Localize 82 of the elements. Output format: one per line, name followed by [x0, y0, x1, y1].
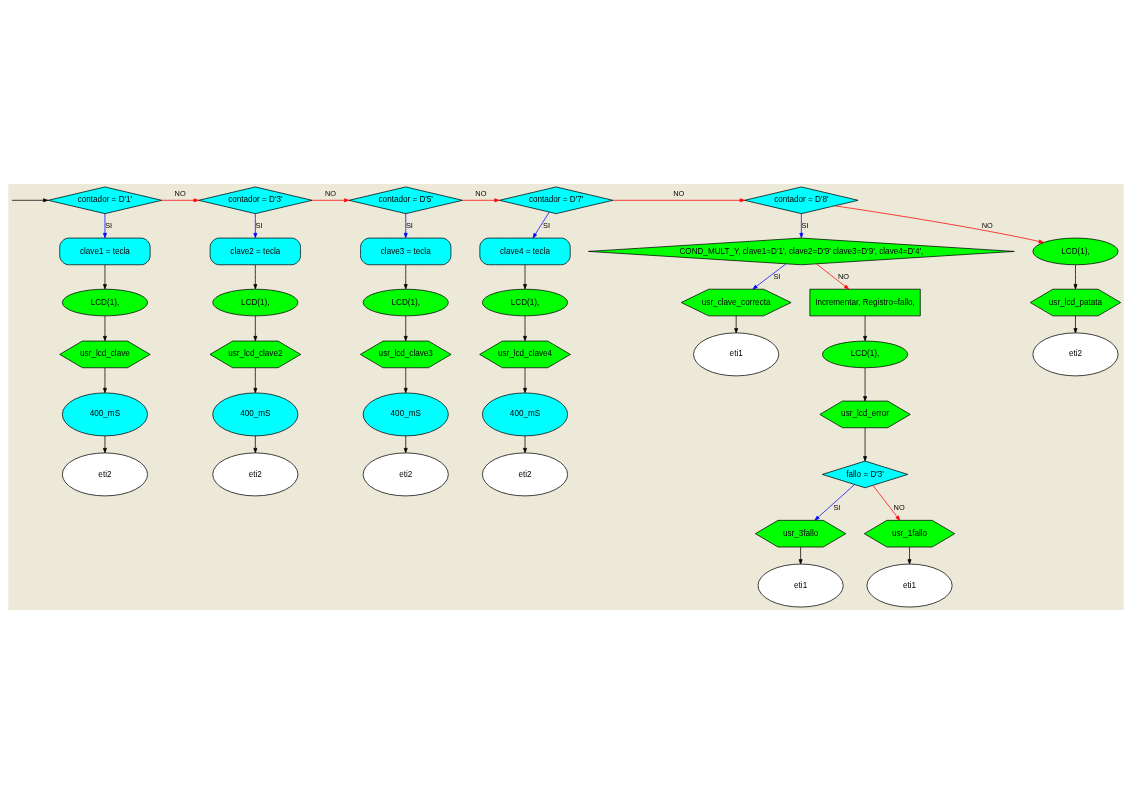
edge-label: SI [255, 220, 263, 230]
arrow [161, 198, 199, 203]
arrow [1073, 264, 1078, 290]
node-ellipse: 400_mS [362, 392, 449, 437]
arrow [403, 367, 408, 394]
edge-label: NO [324, 188, 337, 198]
node-ellipse: eti2 [482, 452, 568, 497]
arrow [734, 315, 739, 334]
arrow [799, 213, 804, 239]
arrow [462, 198, 500, 203]
node-diamond: contador = D'7' [499, 186, 614, 214]
node-ellipse: eti2 [362, 452, 449, 497]
arrow [403, 213, 408, 239]
arrow [816, 263, 850, 290]
arrow [403, 435, 408, 454]
edge-label: NO [893, 502, 905, 512]
arrow [103, 315, 107, 342]
arrow [253, 435, 258, 454]
arrow [103, 264, 107, 290]
edge-label: NO [838, 271, 850, 281]
node-box: clave1 = tecla [59, 237, 151, 266]
node-ellipse: eti2 [1032, 332, 1119, 377]
node-ellipse: LCD(1), [362, 288, 449, 317]
arrow [523, 367, 527, 394]
arrow [523, 315, 527, 342]
arrow [612, 198, 745, 203]
node-diamond: COND_MULT_Y, clave1=D'1', clave2=D'9' clave3=D'9', clave4=D'4', [588, 237, 1015, 266]
node-diamond: contador = D'3' [198, 186, 313, 214]
node-box: clave3 = tecla [360, 237, 452, 266]
arrow [103, 213, 107, 239]
node-diamond: contador = D'1' [47, 186, 163, 214]
node-box: Incrementar, Registro=fallo, [809, 288, 921, 317]
node-ellipse: eti2 [61, 452, 148, 497]
node-box: clave4 = tecla [479, 237, 571, 266]
arrow [253, 315, 258, 342]
arrow [872, 485, 901, 521]
node-diamond: contador = D'5' [348, 186, 463, 214]
node-ellipse: LCD(1), [822, 340, 909, 369]
node-ellipse: eti2 [212, 452, 299, 497]
edge-label: SI [833, 502, 841, 512]
arrow [798, 546, 803, 565]
node-ellipse: 400_mS [482, 392, 568, 437]
node-ellipse: 400_mS [212, 392, 299, 437]
arrow [863, 315, 867, 342]
edge-label: NO [981, 220, 993, 230]
arrow [814, 484, 855, 521]
edge-label: NO [673, 188, 685, 198]
arrow [253, 213, 258, 239]
node-ellipse: LCD(1), [212, 288, 299, 317]
arrow [752, 263, 787, 290]
arrow [253, 367, 258, 394]
edge-label: SI [405, 220, 413, 230]
arrow [311, 198, 350, 203]
node-ellipse: LCD(1), [61, 288, 148, 317]
node-ellipse: eti1 [866, 563, 953, 608]
node-diamond: fallo = D'3' [822, 460, 909, 489]
edge-label: SI [543, 220, 550, 230]
arrow [103, 435, 107, 454]
node-ellipse: eti1 [693, 332, 780, 377]
arrow [834, 205, 1044, 244]
edge-label: SI [773, 271, 781, 281]
edge-label: NO [174, 188, 186, 198]
edge-label: SI [105, 220, 113, 230]
arrow [253, 264, 258, 290]
node-ellipse: LCD(1), [482, 288, 568, 317]
arrow [532, 211, 550, 239]
arrow [523, 264, 527, 290]
edge-label: SI [801, 220, 809, 230]
arrow [403, 315, 408, 342]
arrow [907, 546, 912, 565]
arrow [103, 367, 107, 394]
edge-label: NO [475, 188, 487, 198]
node-ellipse: 400_mS [61, 392, 148, 437]
arrow [863, 367, 867, 402]
arrow [11, 198, 49, 203]
arrow [403, 264, 408, 290]
node-diamond: contador = D'8' [744, 186, 859, 214]
arrow [863, 427, 867, 462]
node-box: clave2 = tecla [209, 237, 301, 266]
node-ellipse: eti1 [757, 563, 844, 608]
arrow [523, 435, 527, 454]
arrow [1073, 315, 1078, 334]
